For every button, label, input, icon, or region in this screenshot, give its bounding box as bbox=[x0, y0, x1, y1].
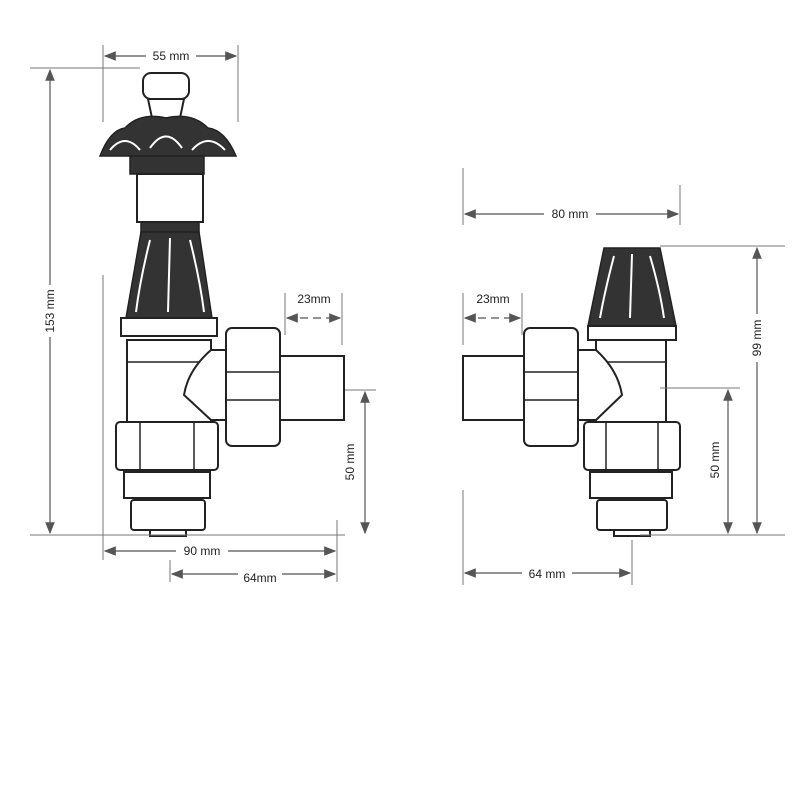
label-64mm-right: 64 mm bbox=[529, 567, 566, 581]
pipe-tail bbox=[462, 355, 525, 421]
union-nut bbox=[523, 327, 579, 447]
knurled-ring bbox=[129, 155, 205, 175]
lower-ring bbox=[589, 471, 673, 499]
right-dimensions: 80 mm 23mm 99 mm 50 mm 64 mm bbox=[462, 168, 785, 585]
tail bbox=[613, 529, 651, 537]
bottom-nut bbox=[130, 499, 206, 531]
label-50mm-left: 50 mm bbox=[343, 444, 357, 481]
stem bbox=[136, 173, 204, 223]
pipe-tail bbox=[279, 355, 345, 421]
right-valve-drawing bbox=[462, 247, 681, 537]
label-50mm-right: 50 mm bbox=[708, 442, 722, 479]
elbow bbox=[577, 349, 624, 421]
hex-nut bbox=[115, 421, 219, 471]
cap-top bbox=[142, 72, 190, 100]
elbow bbox=[182, 349, 229, 421]
label-90mm: 90 mm bbox=[184, 544, 221, 558]
stem-ring bbox=[140, 221, 200, 233]
label-80mm: 80 mm bbox=[552, 207, 589, 221]
label-23mm-left: 23mm bbox=[297, 292, 330, 306]
bottom-nut bbox=[596, 499, 668, 531]
label-64mm-left: 64mm bbox=[243, 571, 276, 585]
lower-ring bbox=[123, 471, 211, 499]
tail bbox=[149, 529, 187, 537]
label-55mm: 55 mm bbox=[153, 49, 190, 63]
left-dimensions: 55 mm 153 mm 23mm 50 mm 90 mm 64mm bbox=[30, 45, 376, 585]
hex-nut bbox=[583, 421, 681, 471]
left-valve-drawing bbox=[98, 72, 345, 537]
label-153mm: 153 mm bbox=[43, 289, 57, 332]
union-nut bbox=[225, 327, 281, 447]
cap-body bbox=[146, 98, 186, 119]
label-23mm-right: 23mm bbox=[476, 292, 509, 306]
collar bbox=[587, 325, 677, 341]
collar bbox=[120, 317, 218, 337]
label-99mm: 99 mm bbox=[750, 320, 764, 357]
